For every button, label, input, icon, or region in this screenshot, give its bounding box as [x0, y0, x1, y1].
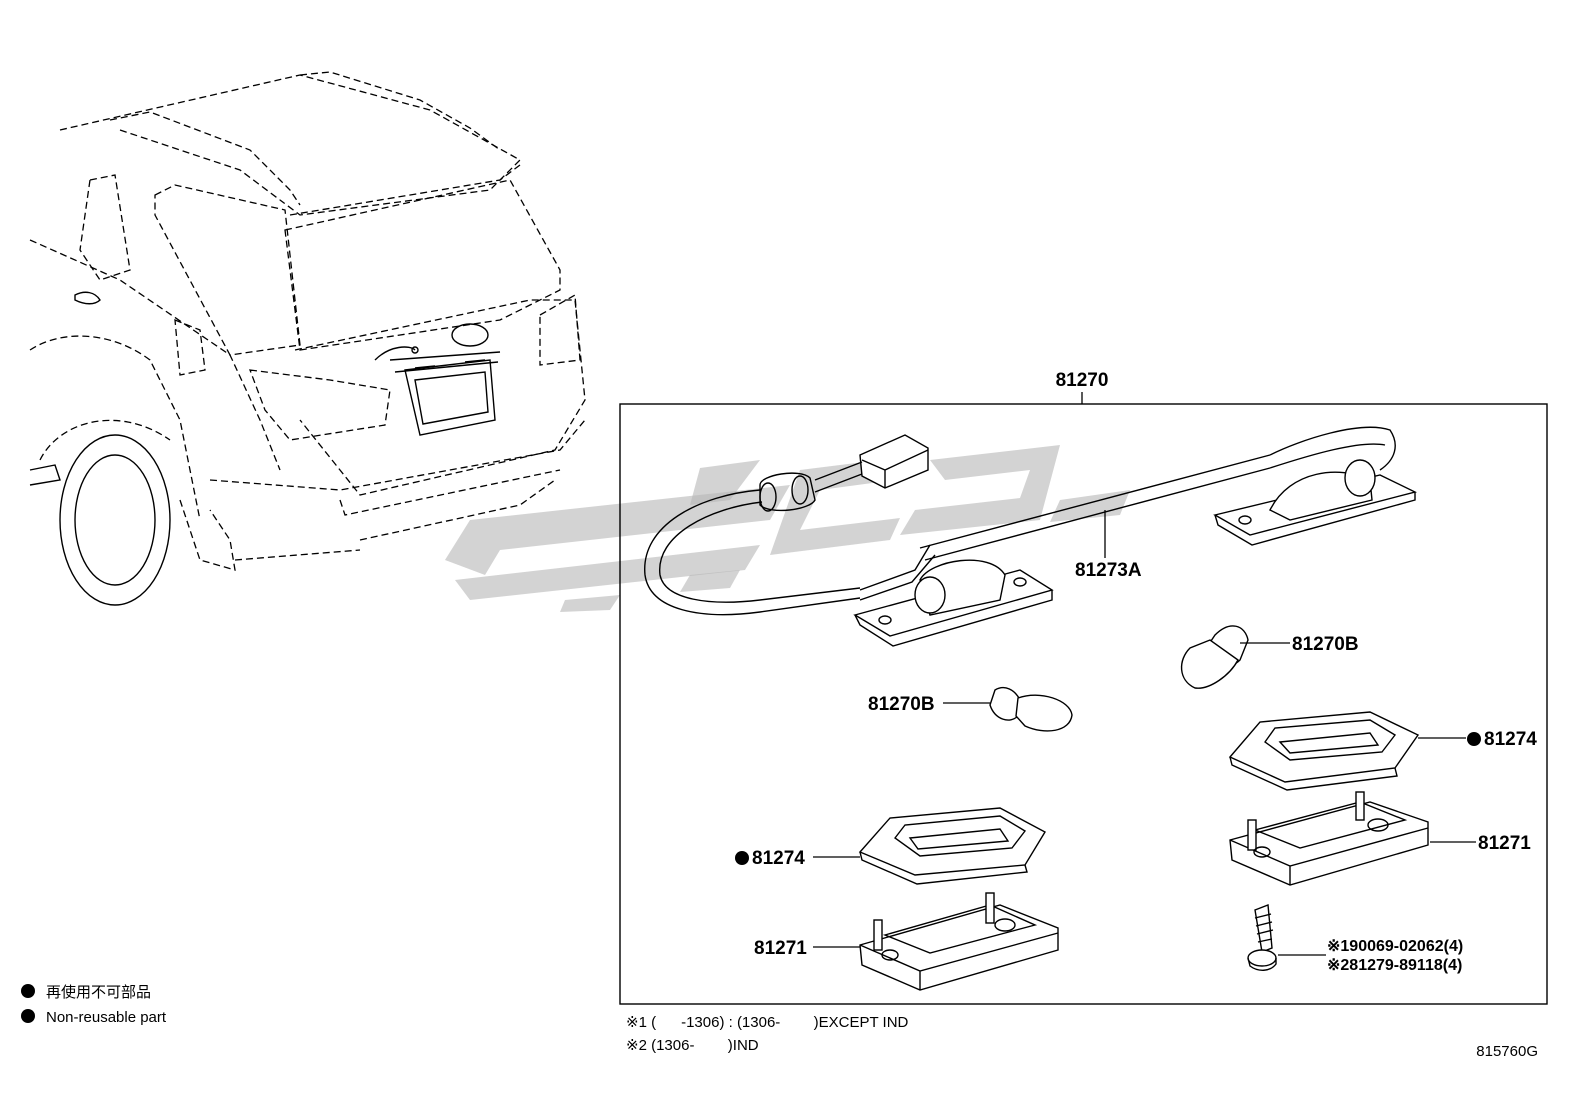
housing-right — [1229, 791, 1429, 886]
lens-right — [1228, 711, 1420, 791]
non-reusable-marker-icon — [1467, 732, 1481, 746]
diagram-code: 815760G — [1476, 1043, 1538, 1060]
housing-left — [859, 892, 1059, 991]
lens-left — [858, 807, 1046, 885]
screw-label-option1[interactable]: ※190069-02062(4) — [1327, 938, 1463, 955]
non-reusable-marker-icon — [21, 1009, 35, 1023]
footnote-2: ※2 (1306- )IND — [626, 1037, 759, 1054]
watermark-logo — [445, 445, 1130, 612]
legend: 再使用不可部品 Non-reusable part — [21, 984, 167, 1026]
footnote-1: ※1 ( -1306) : (1306- )EXCEPT IND — [626, 1014, 909, 1031]
bulb-right — [1180, 625, 1249, 689]
bulb-left — [989, 686, 1073, 732]
housing-right-label[interactable]: 81271 — [1478, 833, 1531, 854]
screw — [1247, 904, 1277, 971]
non-reusable-marker-icon — [21, 984, 35, 998]
legend-japanese: 再使用不可部品 — [46, 984, 151, 1001]
legend-english: Non-reusable part — [46, 1009, 167, 1026]
screw-label-option2[interactable]: ※281279-89118(4) — [1327, 957, 1462, 974]
bulb-right-label[interactable]: 81270B — [1292, 634, 1359, 655]
vehicle-rear-illustration — [29, 71, 586, 606]
non-reusable-marker-icon — [735, 851, 749, 865]
lens-left-label[interactable]: 81274 — [752, 848, 805, 869]
wire-harness-drawing — [644, 426, 1418, 647]
housing-left-label[interactable]: 81271 — [754, 938, 807, 959]
lens-right-label[interactable]: 81274 — [1484, 729, 1537, 750]
assembly-frame: 81270 — [619, 370, 1548, 1005]
bulb-left-label[interactable]: 81270B — [868, 694, 935, 715]
assembly-part-number[interactable]: 81270 — [1056, 370, 1109, 391]
wire-harness-label[interactable]: 81273A — [1075, 560, 1142, 581]
